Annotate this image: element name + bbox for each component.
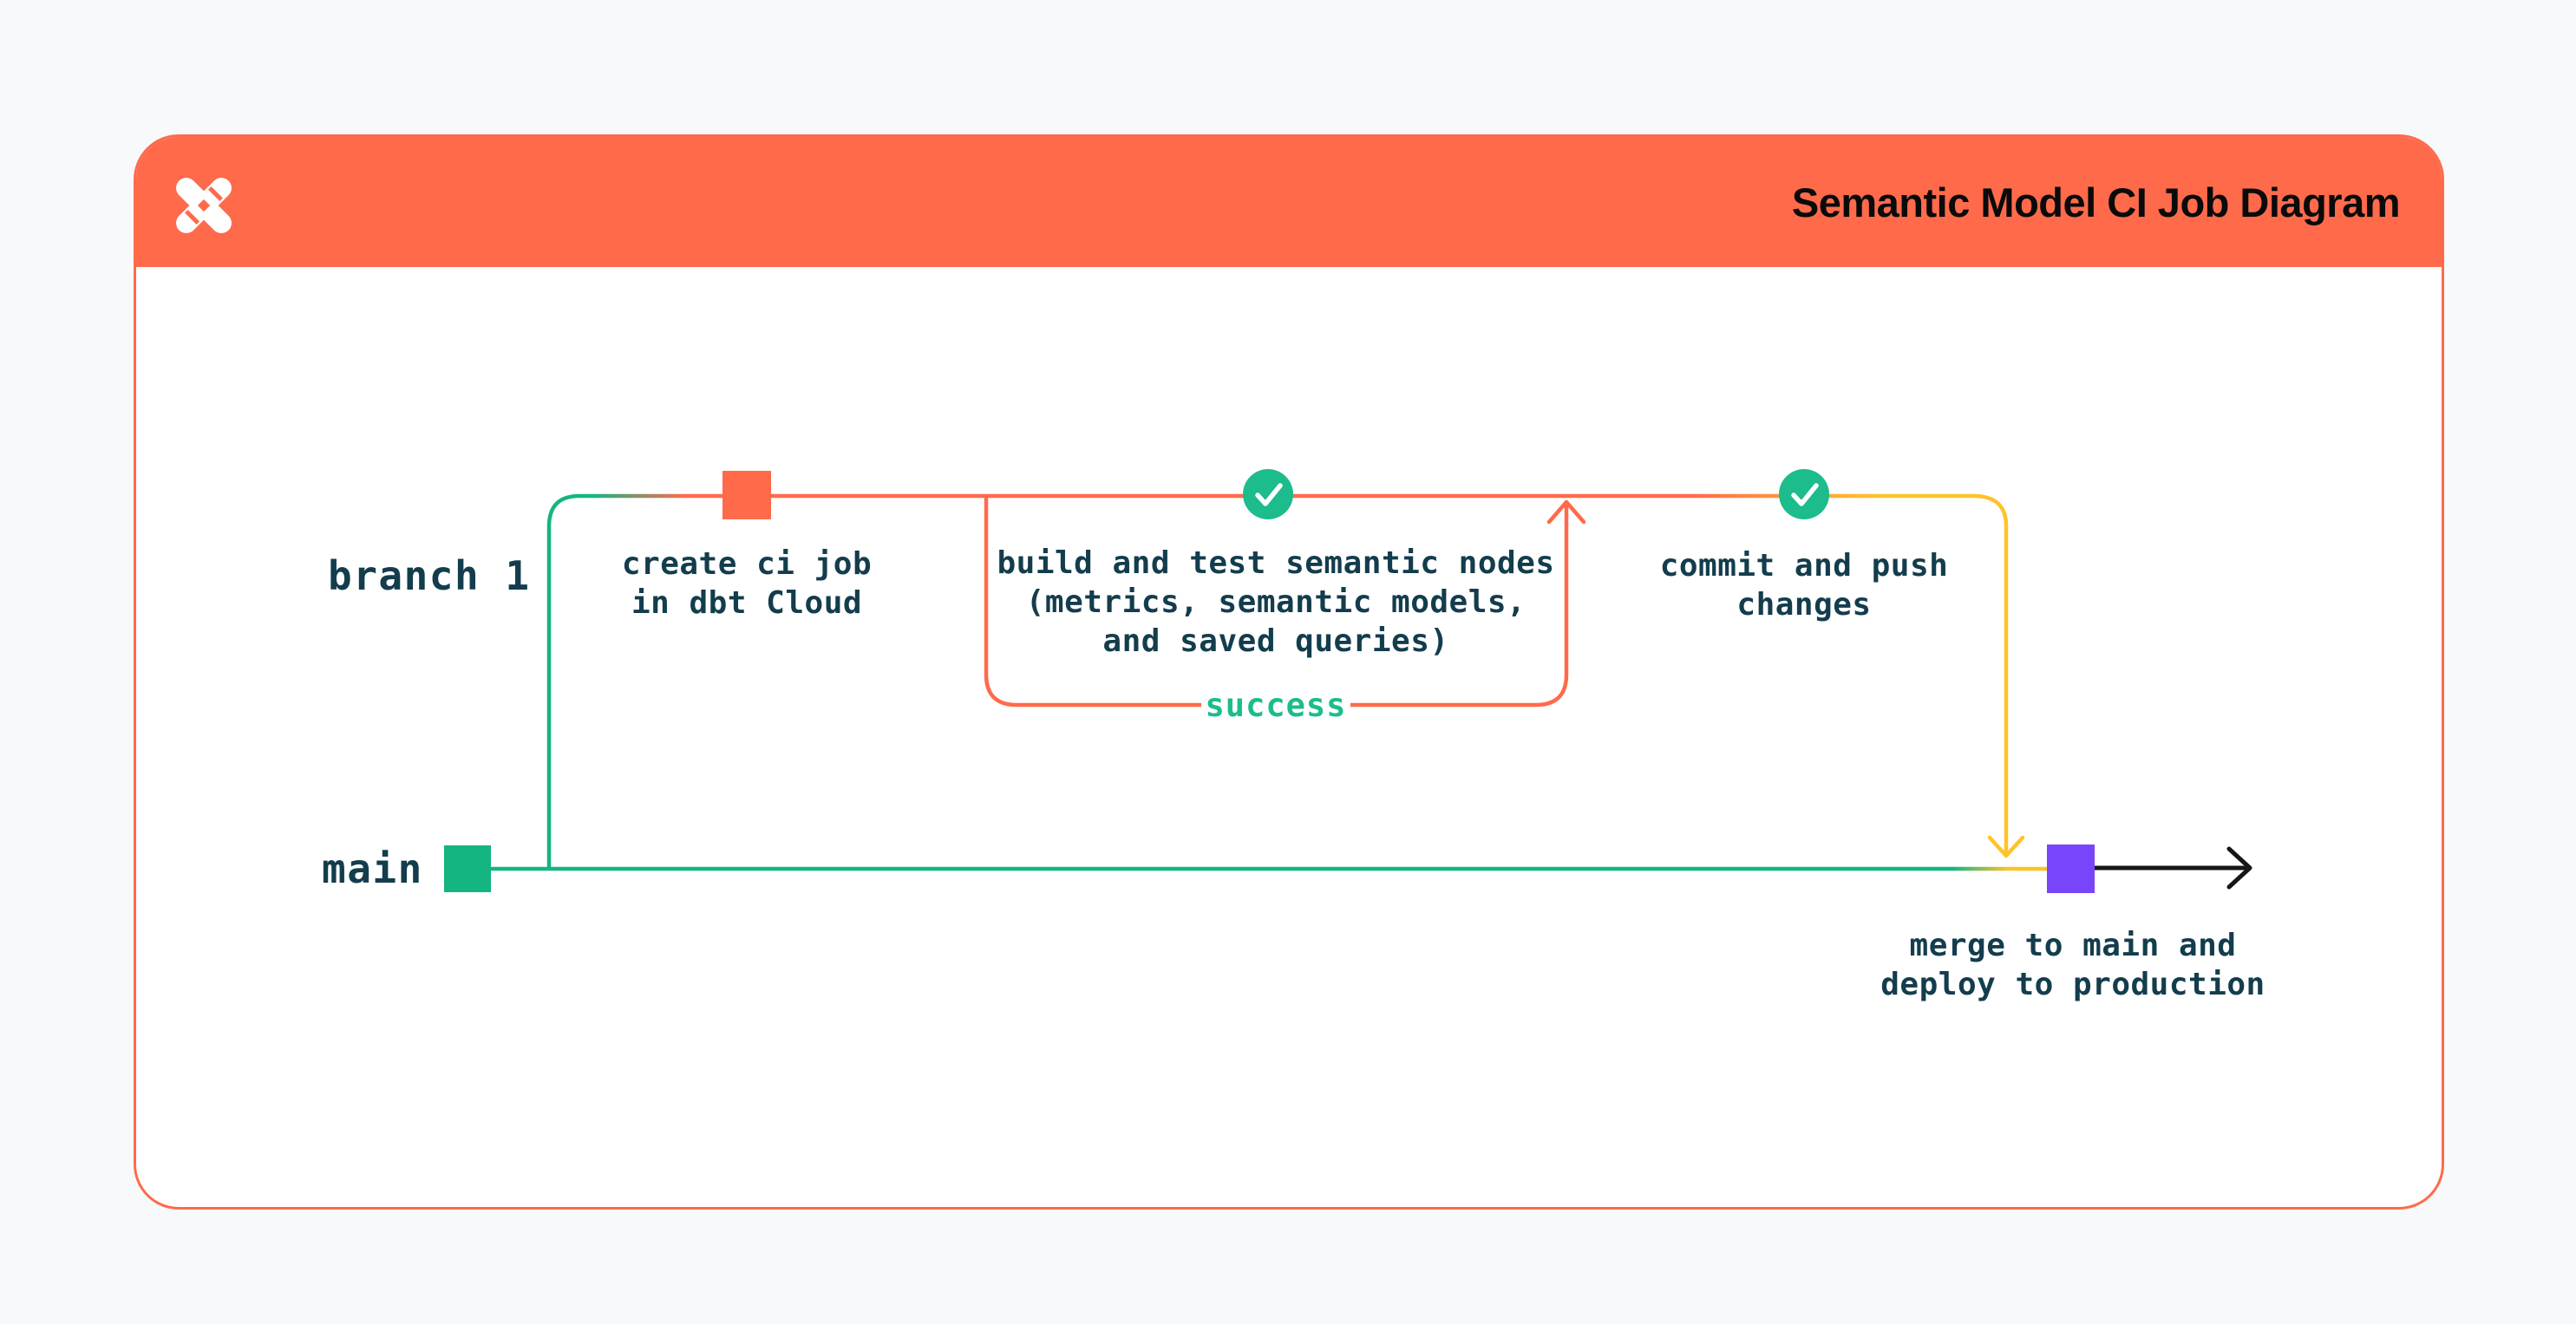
deploy-arrowhead-icon [2226, 846, 2252, 890]
step-label-create-ci-job: create ci job in dbt Cloud [621, 546, 873, 621]
main-label: main [322, 845, 423, 892]
page-title: Semantic Model CI Job Diagram [1791, 179, 2401, 225]
step-label-merge-deploy: merge to main and deploy to production [1880, 928, 2265, 1002]
header-bar: Semantic Model CI Job Diagram [136, 137, 2442, 267]
commit-node-main-start [444, 845, 491, 892]
merge-arrowhead-icon [1987, 835, 2025, 858]
diagram-card: Semantic Model CI Job Diagram [134, 134, 2444, 1210]
check-icon-build [1243, 469, 1293, 519]
success-loop [984, 496, 1569, 708]
check-icon-commit [1779, 469, 1829, 519]
step-label-build-test: build and test semantic nodes (metrics, … [997, 545, 1555, 659]
step-label-commit-push: commit and push changes [1659, 548, 1949, 623]
dbt-logo-icon [176, 178, 232, 233]
success-label: success [1205, 687, 1347, 724]
commit-node-merge [2047, 845, 2095, 893]
branch-label: branch 1 [328, 552, 531, 599]
merge-line [1973, 493, 2009, 853]
commit-node-create-ci [722, 471, 771, 519]
loop-arrowhead-icon [1546, 499, 1586, 525]
branch-line [546, 493, 1974, 869]
